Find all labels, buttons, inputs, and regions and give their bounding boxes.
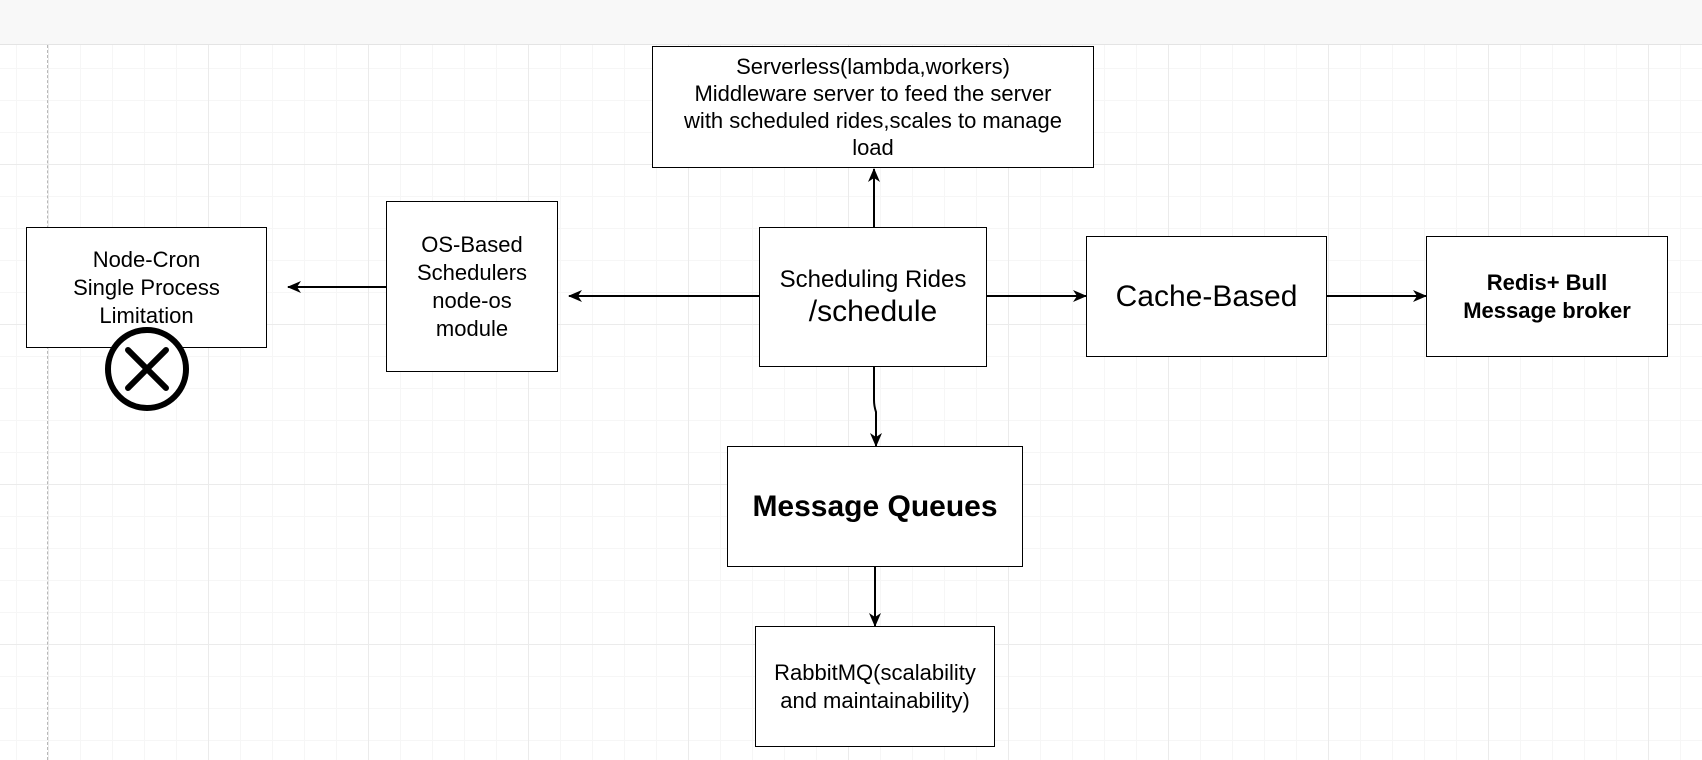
node-scheduling-rides-title: Scheduling Rides (779, 266, 967, 293)
node-serverless-label: Serverless(lambda,workers) Middleware se… (684, 54, 1062, 160)
node-cache-based-label: Cache-Based (1115, 279, 1298, 313)
node-node-cron[interactable]: Node-Cron Single Process Limitation (26, 227, 267, 348)
node-os-based-schedulers[interactable]: OS-Based Schedulers node-os module (386, 201, 558, 372)
node-node-cron-label: Node-Cron Single Process Limitation (73, 246, 220, 328)
node-scheduling-rides[interactable]: Scheduling Rides /schedule (759, 227, 987, 367)
node-serverless[interactable]: Serverless(lambda,workers) Middleware se… (652, 46, 1094, 168)
node-rabbitmq-label: RabbitMQ(scalability and maintainability… (774, 659, 976, 713)
node-redis-bull-label: Redis+ Bull Message broker (1463, 269, 1631, 323)
node-os-based-schedulers-label: OS-Based Schedulers node-os module (416, 231, 528, 341)
node-redis-bull[interactable]: Redis+ Bull Message broker (1426, 236, 1668, 357)
edge-schedule-to-message-queues[interactable] (870, 367, 882, 447)
toolbar (0, 0, 1702, 45)
node-rabbitmq[interactable]: RabbitMQ(scalability and maintainability… (755, 626, 995, 747)
circle-x-icon (105, 327, 189, 411)
node-message-queues-label: Message Queues (752, 489, 998, 523)
node-scheduling-rides-endpoint: /schedule (808, 295, 938, 328)
page-boundary (47, 45, 48, 760)
node-cache-based[interactable]: Cache-Based (1086, 236, 1327, 357)
node-message-queues[interactable]: Message Queues (727, 446, 1023, 567)
